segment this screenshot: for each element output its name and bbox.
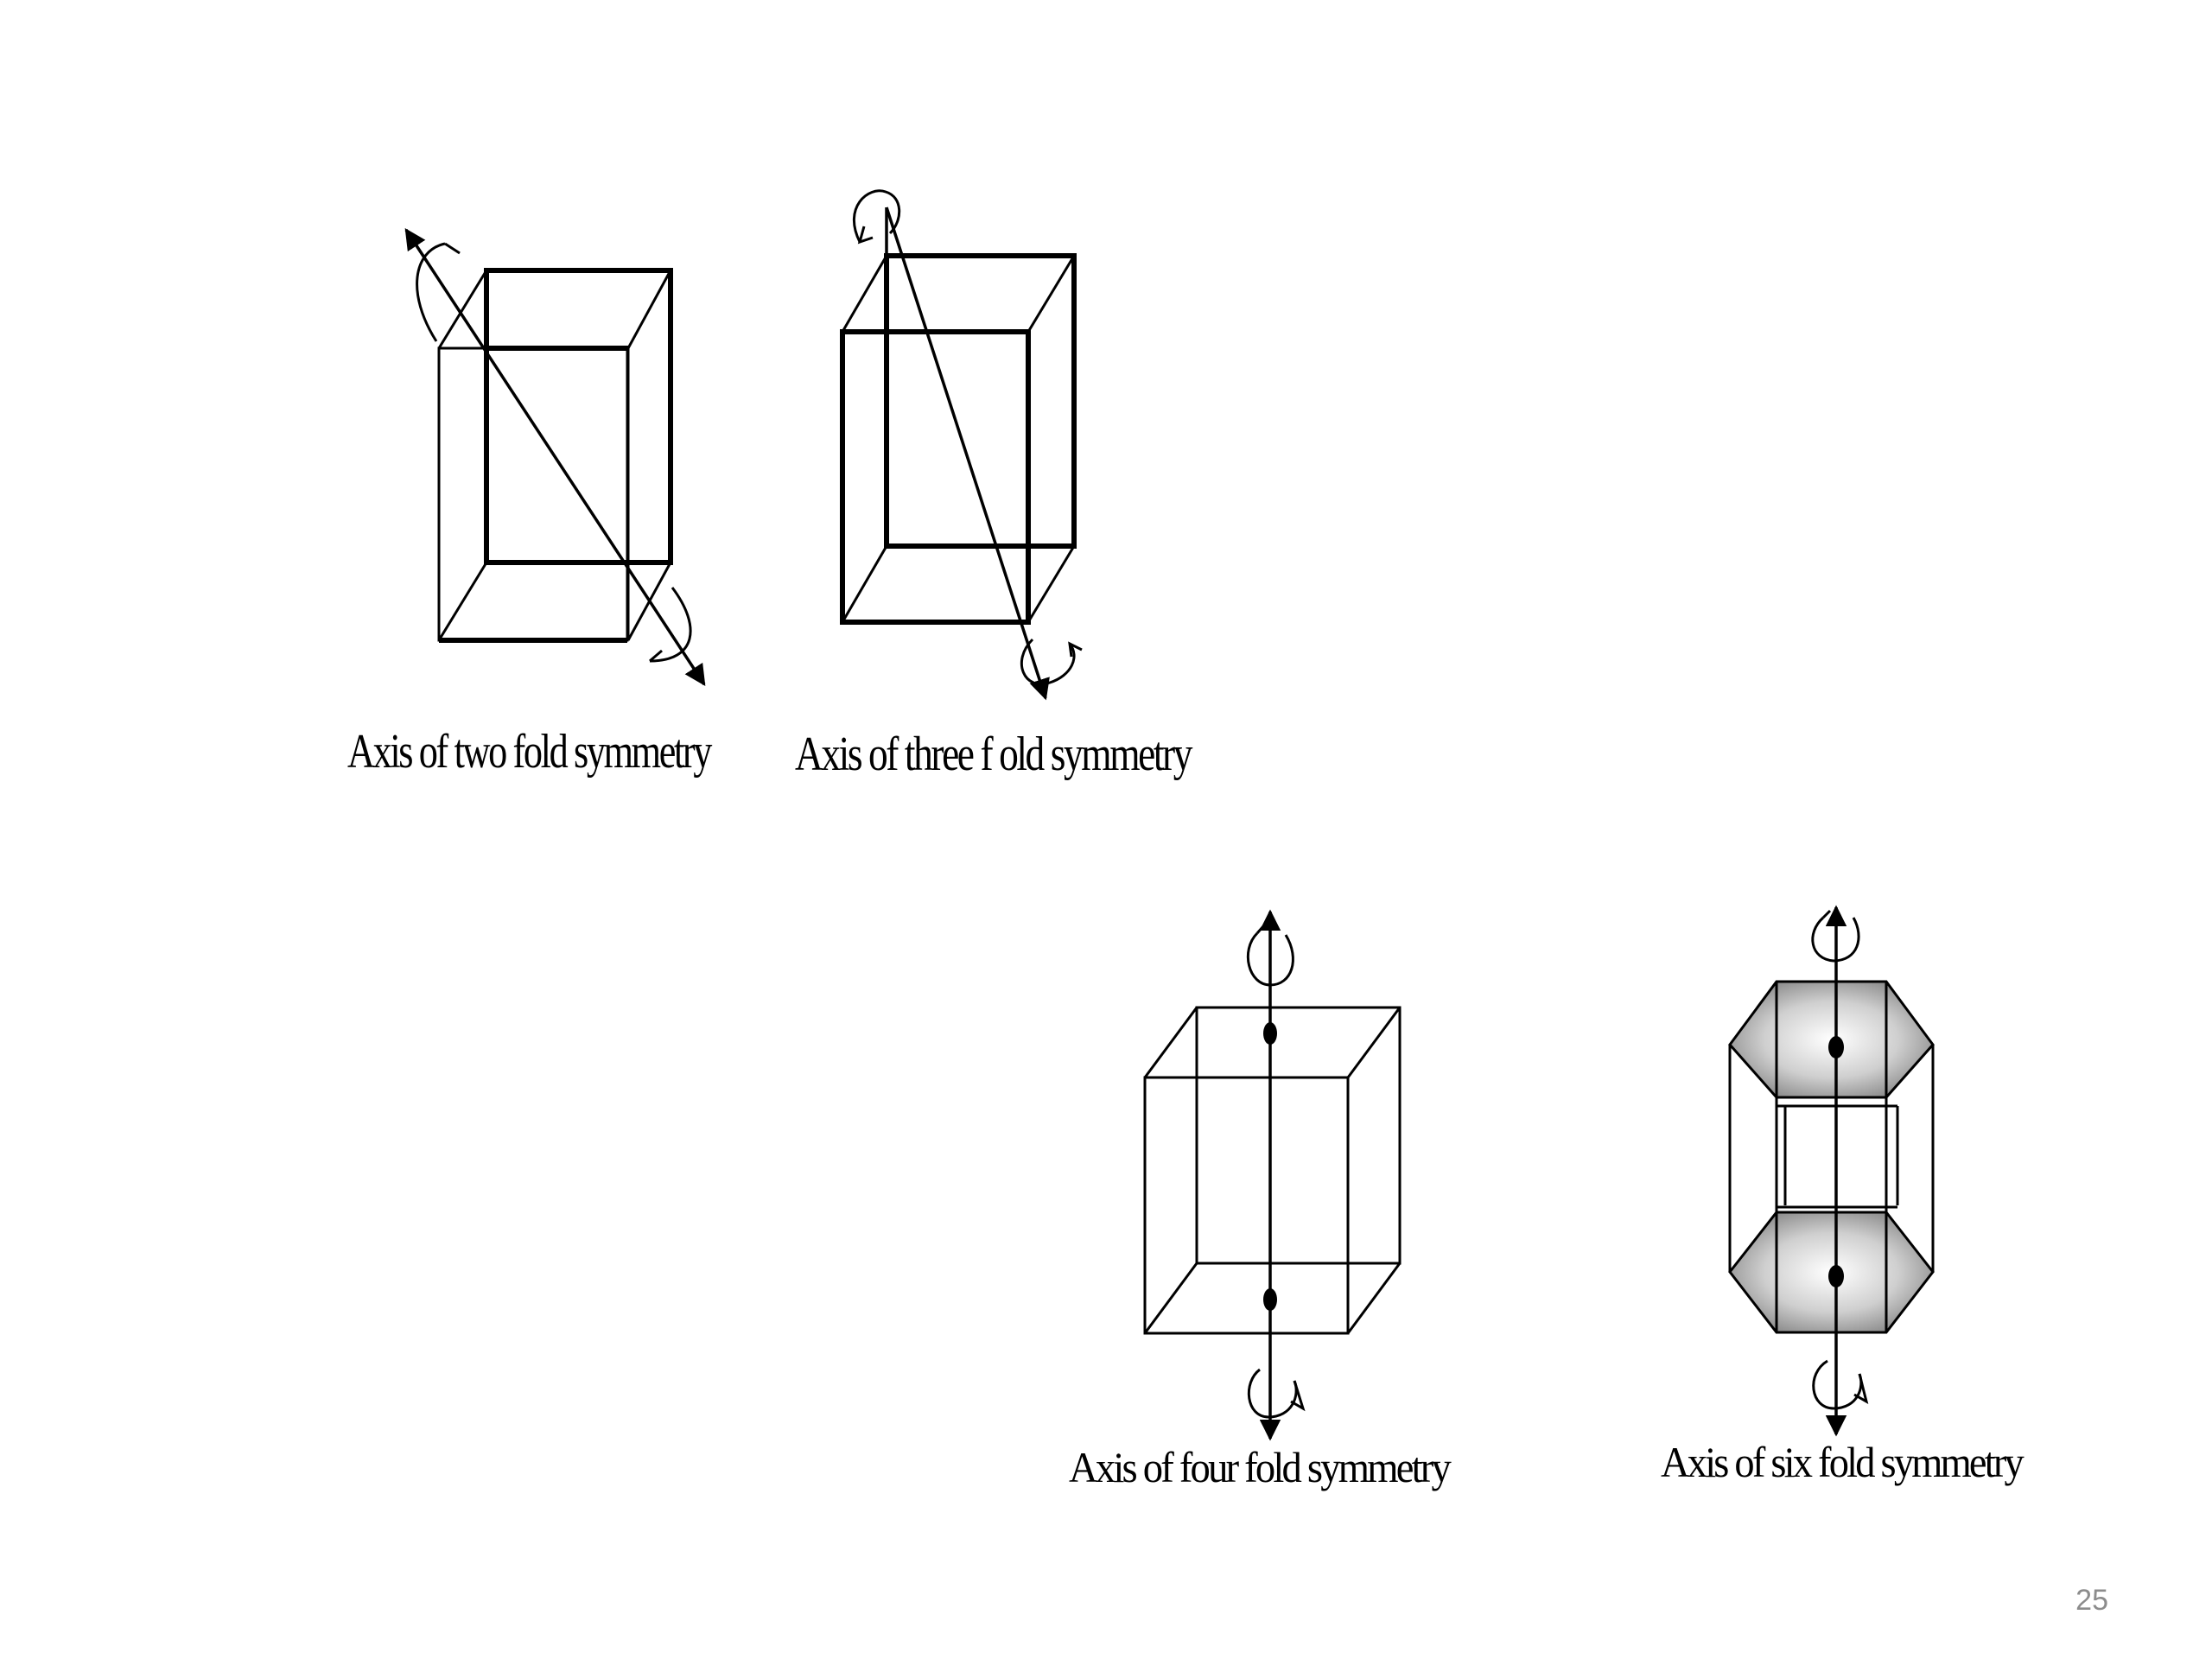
- caption-two-fold: Axis of two fold symmetry: [347, 725, 712, 779]
- rotation-arrow-icon: [1020, 638, 1076, 686]
- front-face: [1143, 1076, 1350, 1335]
- rotation-arrow-icon: [416, 242, 446, 342]
- four-fold-figure: [1143, 909, 1402, 1441]
- front-face: [840, 329, 1031, 625]
- three-fold-figure: [840, 189, 1083, 701]
- axis-point: [1263, 1288, 1277, 1311]
- rotation-axis: [404, 227, 706, 687]
- six-fold-figure: [1728, 905, 1935, 1437]
- two-fold-figure: [404, 227, 706, 687]
- axis-point: [1263, 1022, 1277, 1045]
- back-face: [884, 253, 1077, 549]
- rotation-arrow-icon: [853, 189, 901, 243]
- back-face: [484, 268, 673, 565]
- rotation-arrow-icon: [1246, 931, 1294, 987]
- caption-four-fold: Axis of four fold symmetry: [1069, 1443, 1452, 1491]
- rotation-arrow-icon: [1247, 1368, 1298, 1419]
- rotation-arrow-icon: [1811, 916, 1860, 963]
- caption-three-fold: Axis of three f old symmetry: [795, 728, 1192, 781]
- caption-six-fold: Axis of six fold symmetry: [1661, 1438, 2024, 1486]
- axis-point: [1828, 1036, 1844, 1058]
- rotation-arrow-icon: [1812, 1359, 1863, 1410]
- back-face: [1195, 1006, 1402, 1265]
- rotation-axis: [885, 207, 1050, 701]
- rotation-arrow-icon: [649, 587, 692, 663]
- page-number: 25: [2075, 1584, 2108, 1617]
- axis-point: [1828, 1265, 1844, 1287]
